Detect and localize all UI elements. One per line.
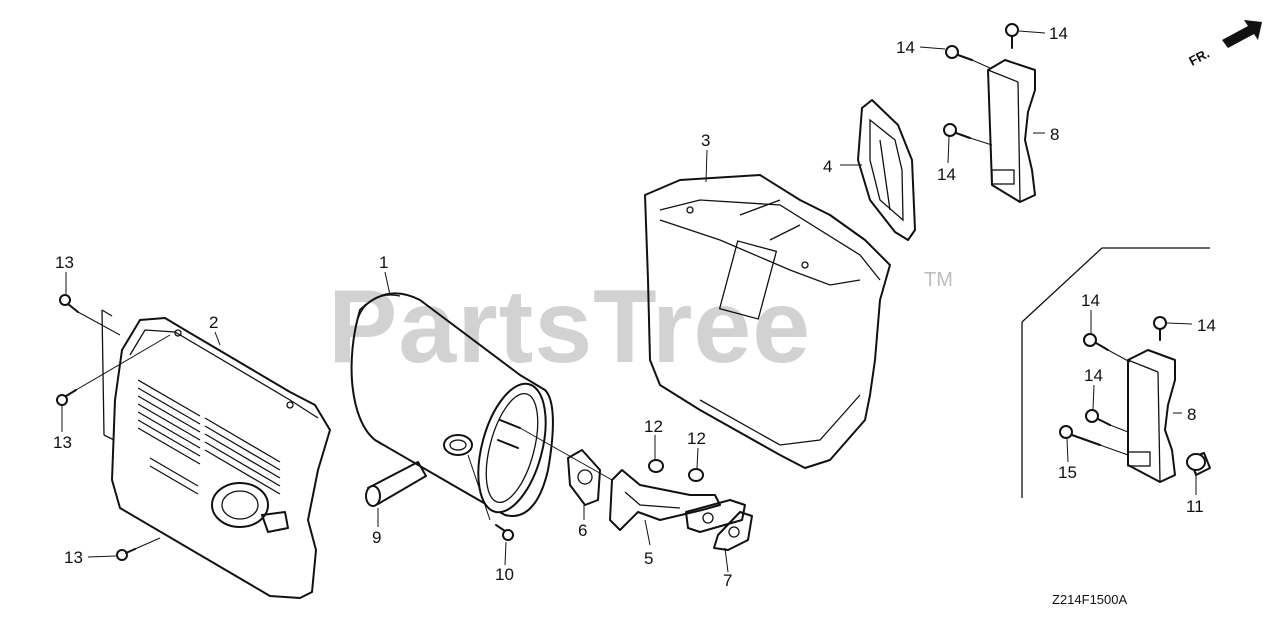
muffler-body	[350, 292, 554, 517]
bolt-14-f	[1085, 409, 1111, 426]
front-indicator: FR.	[1186, 46, 1212, 69]
bolt-13-bottom	[116, 548, 136, 561]
callout-13-mid: 13	[53, 433, 72, 452]
callout-14-a: 14	[896, 38, 915, 57]
bracket-lower	[1127, 349, 1176, 483]
callout-14-d: 14	[1081, 291, 1100, 310]
muffler-cover	[101, 309, 331, 599]
callout-9: 9	[372, 528, 381, 547]
callout-12-left: 12	[644, 417, 663, 436]
watermark: PartsTree	[328, 269, 811, 385]
watermark-trademark: TM	[924, 269, 953, 291]
callout-13-top: 13	[55, 253, 74, 272]
bolt-10	[495, 524, 514, 541]
cover-louvers-right	[204, 417, 281, 495]
protector-gasket	[857, 99, 916, 241]
callout-2: 2	[209, 313, 218, 332]
callout-12-right: 12	[687, 429, 706, 448]
bolt-13-top	[59, 294, 79, 313]
callout-14-f: 14	[1084, 366, 1103, 385]
gasket-part-6	[567, 449, 601, 506]
callout-5: 5	[644, 549, 653, 568]
leader-lines	[61, 30, 1197, 573]
nut-12-right	[688, 468, 704, 482]
bolt-15	[1059, 425, 1101, 446]
bolt-14-a	[945, 45, 973, 61]
collar-part-11	[1186, 452, 1211, 476]
diagram-code: Z214F1500A	[1052, 592, 1127, 607]
bolt-14-e	[1153, 316, 1167, 341]
cover-louvers-left	[137, 379, 201, 495]
assembly-divider	[1021, 247, 1210, 323]
heat-protector	[644, 174, 891, 469]
exhaust-pipe	[609, 469, 721, 531]
gasket-part-7	[685, 499, 753, 551]
callout-14-c: 14	[937, 165, 956, 184]
spark-arrester-pipe	[365, 461, 427, 507]
callout-13-bottom: 13	[64, 548, 83, 567]
callout-15: 15	[1058, 463, 1077, 482]
bolt-14-b	[1005, 23, 1019, 49]
front-arrow-icon: FR.	[1186, 20, 1262, 69]
bolt-13-mid	[56, 389, 77, 406]
callout-10: 10	[495, 565, 514, 584]
callout-4: 4	[823, 157, 832, 176]
callout-11: 11	[1186, 497, 1204, 516]
callout-7: 7	[723, 571, 732, 590]
callout-3: 3	[701, 131, 710, 150]
callout-14-b: 14	[1049, 24, 1068, 43]
callout-6: 6	[578, 521, 587, 540]
nut-12-left	[648, 459, 664, 473]
callout-labels: 1 2 3 4 5 6 7 8 8 9 10 11 12 12 13 13 13…	[53, 24, 1216, 590]
callout-1: 1	[379, 253, 388, 272]
callout-14-e: 14	[1197, 316, 1216, 335]
bolt-14-d	[1083, 333, 1109, 351]
bracket-upper	[987, 59, 1036, 203]
callout-8-lower: 8	[1187, 405, 1196, 424]
callout-8-upper: 8	[1050, 125, 1059, 144]
bolt-14-c	[943, 123, 971, 139]
